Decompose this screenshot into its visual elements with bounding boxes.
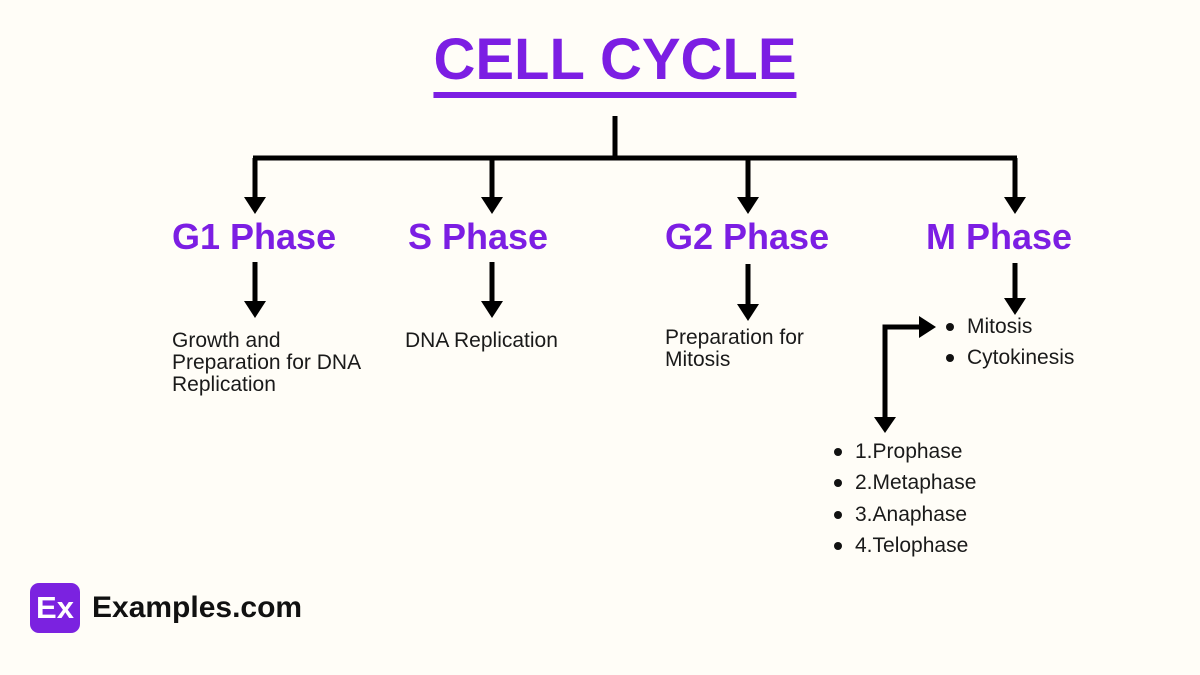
list-item: 4.Telophase xyxy=(834,531,976,563)
arrow-g2-to-description xyxy=(737,264,759,321)
list-item: 1.Prophase xyxy=(834,436,976,468)
list-item: Mitosis xyxy=(946,311,1074,342)
page-title: CELL CYCLE xyxy=(433,28,797,98)
phase-label-g2: G2 Phase xyxy=(665,216,830,257)
mitosis-stage: 1.Prophase xyxy=(855,439,963,463)
bullet-icon xyxy=(834,542,842,551)
mitosis-stage: 3.Anaphase xyxy=(855,502,968,526)
arrow-to-s-phase xyxy=(481,158,503,214)
m-phase-bullet: Cytokinesis xyxy=(967,345,1075,369)
arrow-to-g1-phase xyxy=(244,158,266,214)
site-name: Examples.com xyxy=(92,591,303,624)
phase-label-m: M Phase xyxy=(926,216,1073,257)
phase-description-s: DNA Replication xyxy=(405,329,558,352)
m-phase-bullet: Mitosis xyxy=(967,314,1033,338)
bullet-icon xyxy=(946,353,954,362)
arrow-m-to-bullets xyxy=(1004,263,1026,315)
mitosis-stage: 2.Metaphase xyxy=(855,471,977,495)
m-phase-bullet-list: Mitosis Cytokinesis xyxy=(946,311,1074,373)
arrow-g1-to-description xyxy=(244,262,266,318)
phase-description-g1: Growth and Preparation for DNA Replicati… xyxy=(172,329,360,396)
list-item: 3.Anaphase xyxy=(834,499,976,531)
mitosis-stage: 4.Telophase xyxy=(855,534,969,558)
bullet-icon xyxy=(834,510,842,519)
phase-label-g1: G1 Phase xyxy=(172,216,337,257)
logo-badge: Ex xyxy=(30,583,80,633)
elbow-connector-mitosis-stages xyxy=(874,316,936,433)
phase-label-s: S Phase xyxy=(408,216,549,257)
bullet-icon xyxy=(834,447,842,456)
list-item: Cytokinesis xyxy=(946,342,1074,373)
phase-description-g2: Preparation for Mitosis xyxy=(665,326,804,371)
examples-logo: Ex Examples.com xyxy=(30,583,302,633)
list-item: 2.Metaphase xyxy=(834,468,976,500)
arrow-s-to-description xyxy=(481,262,503,318)
bullet-icon xyxy=(834,479,842,488)
bullet-icon xyxy=(946,322,954,331)
mitosis-stages-list: 1.Prophase 2.Metaphase 3.Anaphase 4.Telo… xyxy=(834,436,976,562)
arrow-to-g2-phase xyxy=(737,158,759,214)
arrow-to-m-phase xyxy=(1004,158,1026,214)
